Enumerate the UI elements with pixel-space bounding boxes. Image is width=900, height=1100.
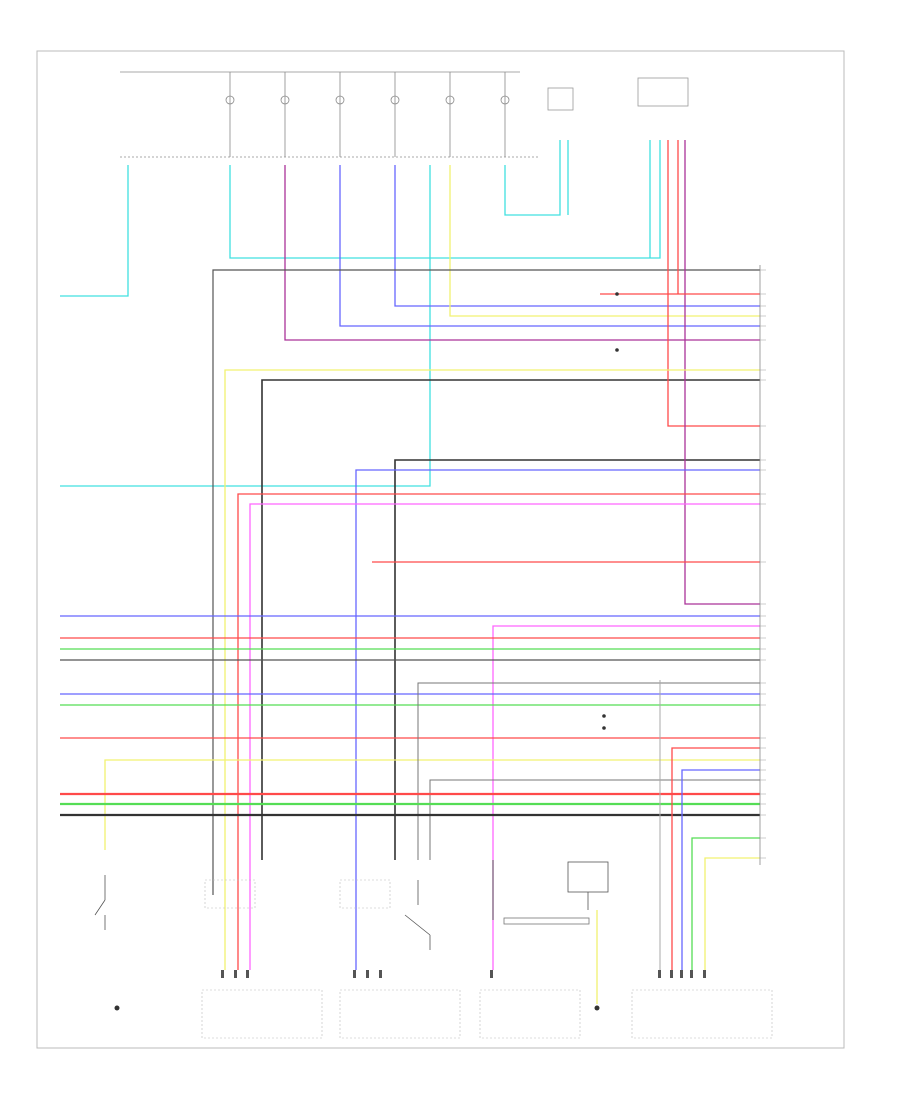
- connector-icon: [637, 77, 689, 107]
- wire-red: [671, 747, 760, 970]
- splice-dot-icon: [615, 348, 619, 352]
- splice-dot-icon: [602, 714, 606, 718]
- wire-gray: [417, 682, 760, 860]
- diagram-frame: [36, 50, 845, 1049]
- wire-yellow: [104, 759, 760, 850]
- component-outlines: [201, 879, 773, 1039]
- fuse-icon: [390, 72, 400, 157]
- wire-blue: [394, 165, 760, 307]
- splice-dot-icon: [615, 292, 619, 296]
- fuse-icon: [335, 72, 345, 157]
- connector-pin-marks: [760, 269, 766, 859]
- connector-icon: [547, 87, 574, 111]
- fuse-icon: [445, 72, 455, 157]
- wire-red: [237, 493, 760, 970]
- wire-blue: [355, 469, 760, 970]
- ground-icon: [114, 1005, 120, 1011]
- wire-cyan: [60, 165, 129, 297]
- wire-blue: [681, 769, 760, 970]
- switch-icon: [94, 875, 106, 930]
- wire-cyan: [504, 140, 561, 216]
- fuse-icon: [280, 72, 290, 157]
- wire-gray: [429, 779, 760, 860]
- wire-blue: [339, 165, 760, 327]
- connector-block: [503, 917, 590, 925]
- wire-red: [667, 140, 760, 427]
- wire-pink: [492, 625, 760, 970]
- ground-icon: [594, 1005, 600, 1011]
- connector-icon: [567, 861, 609, 910]
- wire-gray: [212, 269, 760, 895]
- wire-yellow: [224, 369, 760, 970]
- wire-yellow: [704, 857, 760, 970]
- wire-purple: [684, 140, 760, 605]
- fuse-icon: [500, 72, 510, 157]
- fuse-row: [225, 72, 510, 157]
- wire-yellow: [449, 165, 760, 317]
- wire-black: [261, 379, 760, 860]
- wire-pink: [249, 503, 760, 970]
- switch-icon: [404, 880, 431, 950]
- splice-dot-icon: [602, 726, 606, 730]
- wire-black: [394, 459, 760, 860]
- wire-green: [691, 837, 760, 970]
- wire-cyan: [60, 165, 431, 487]
- fuse-icon: [225, 72, 235, 157]
- wire-purple: [284, 165, 760, 341]
- wire-cyan: [229, 140, 661, 259]
- bottom-connector-pins: [221, 970, 706, 978]
